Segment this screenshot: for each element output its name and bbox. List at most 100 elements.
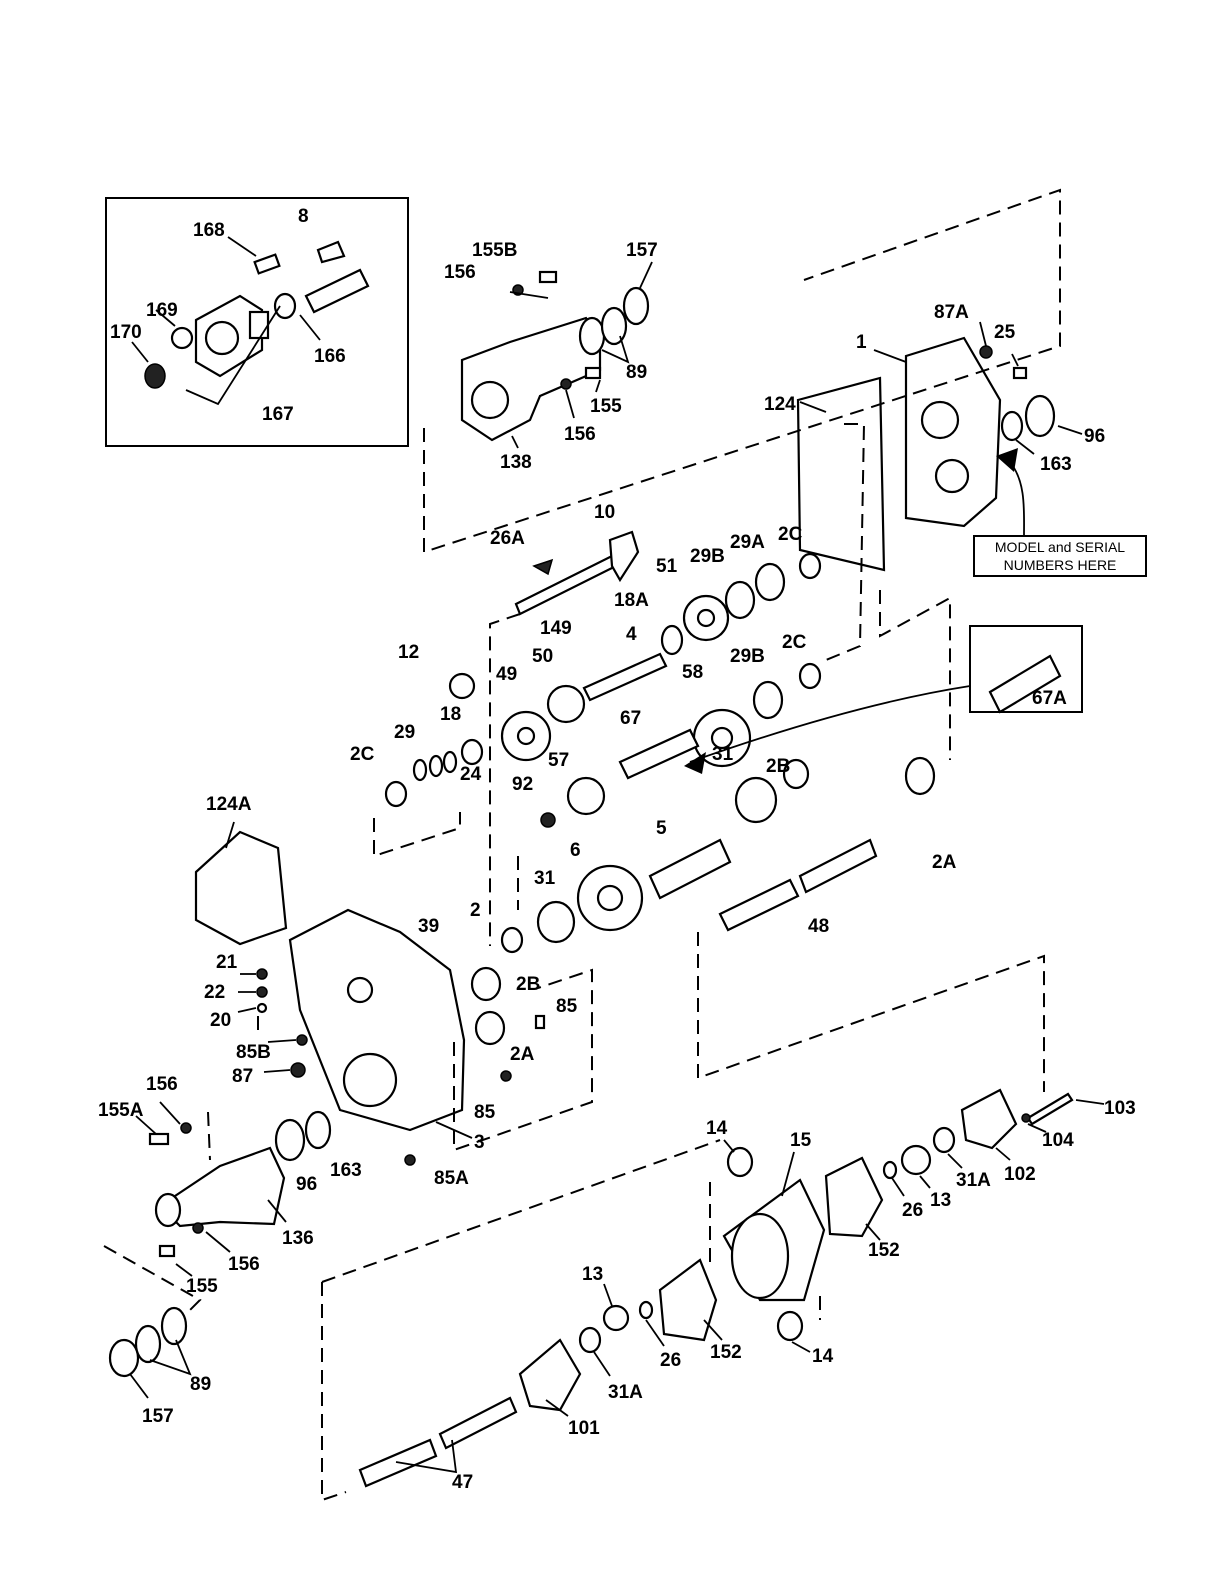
callout-101: 101 [568, 1418, 600, 1439]
part-29A-washer [754, 562, 786, 602]
callout-87: 87 [232, 1066, 253, 1087]
callout-15: 15 [790, 1130, 812, 1151]
part-67-shaft [618, 728, 700, 780]
callout-13-left: 13 [582, 1264, 603, 1285]
callout-14-top: 14 [706, 1118, 728, 1139]
part-10-fork [608, 530, 640, 583]
callout-2C-left: 2C [350, 744, 375, 765]
callout-104: 104 [1042, 1130, 1074, 1151]
callout-2B-right: 2B [766, 756, 790, 777]
part-92-nut [540, 812, 556, 828]
part-104-washer [1021, 1113, 1031, 1123]
callout-169: 169 [146, 300, 178, 321]
part-48-shaft [718, 878, 800, 932]
callout-136: 136 [282, 1228, 314, 1249]
part-29-washer [412, 758, 428, 782]
callout-31A-right: 31A [956, 1170, 991, 1191]
callout-156-lower: 156 [228, 1254, 260, 1275]
part-50-gear [546, 684, 586, 724]
callout-85-right: 85 [556, 996, 578, 1017]
part-102-cover [960, 1088, 1018, 1150]
callout-102: 102 [1004, 1164, 1036, 1185]
part-124A-gasket [194, 830, 288, 946]
callout-2B-left: 2B [516, 974, 540, 995]
callout-96-top: 96 [1084, 426, 1105, 447]
callout-85A: 85A [434, 1168, 469, 1189]
callout-166: 166 [314, 346, 346, 367]
callout-2C-mid: 2C [782, 632, 807, 653]
part-18A-bushing [660, 624, 684, 656]
callout-58: 58 [682, 662, 703, 683]
part-2C-bearing [798, 552, 822, 580]
part-169-gear [170, 326, 194, 350]
part-31Aa-washer [932, 1126, 956, 1154]
callout-12: 12 [398, 642, 419, 663]
part-5-shaft [648, 838, 732, 900]
callout-157-lower: 157 [142, 1406, 174, 1427]
callout-13-right: 13 [930, 1190, 951, 1211]
callout-49: 49 [496, 664, 517, 685]
callout-3: 3 [474, 1132, 485, 1153]
part-96-seal [1024, 394, 1056, 438]
callout-24: 24 [460, 764, 482, 785]
callout-124: 124 [764, 394, 796, 415]
callout-138: 138 [500, 452, 532, 473]
callout-149: 149 [540, 618, 572, 639]
callout-96-left: 96 [296, 1174, 317, 1195]
serial-note-line1: MODEL and SERIAL [995, 539, 1125, 555]
part-89b-seal [134, 1324, 162, 1364]
callout-103: 103 [1104, 1098, 1136, 1119]
callout-2C-top: 2C [778, 524, 803, 545]
callout-155A: 155A [98, 1100, 144, 1121]
callout-152-left: 152 [710, 1342, 742, 1363]
callout-92: 92 [512, 774, 533, 795]
part-2-bearing [500, 926, 524, 954]
upper-axle-housing-group [460, 261, 653, 449]
part-167-flange [194, 294, 270, 378]
part-152b-carrier [658, 1258, 718, 1342]
part-157b-bearing [108, 1338, 140, 1378]
gear-train-group [384, 530, 1083, 1002]
part-166-shaft [273, 268, 370, 320]
inset-67A-box [969, 625, 1083, 713]
inset-detail [105, 197, 409, 447]
part-13b-gear [602, 1304, 630, 1332]
part-155B-bolt [538, 270, 558, 284]
part-29B-washer [724, 580, 756, 620]
part-18-bushing [460, 738, 484, 766]
callout-51: 51 [656, 556, 678, 577]
part-85B-plug [296, 1034, 308, 1046]
callout-18A: 18A [614, 590, 649, 611]
callout-157-top: 157 [626, 240, 658, 261]
callout-25: 25 [994, 322, 1016, 343]
callout-26-right: 26 [902, 1200, 923, 1221]
part-170-nut [144, 363, 166, 389]
callout-155B: 155B [472, 240, 517, 261]
callout-163-top: 163 [1040, 454, 1072, 475]
callout-31A-left: 31A [608, 1382, 643, 1403]
callout-2: 2 [470, 900, 481, 921]
part-155A-bolt [148, 1132, 170, 1146]
callout-8: 8 [298, 206, 309, 227]
part-96b-seal [274, 1118, 306, 1162]
assembly-dash-lines [103, 188, 1061, 1502]
part-22-spring [256, 986, 268, 998]
callout-5: 5 [656, 818, 667, 839]
part-12-gear [448, 672, 476, 700]
part-101-cover [518, 1338, 582, 1412]
callout-170: 170 [110, 322, 142, 343]
callout-20: 20 [210, 1010, 231, 1031]
part-21-pin [256, 968, 268, 980]
callout-29B-mid: 29B [730, 646, 765, 667]
callout-31-left: 31 [534, 868, 556, 889]
callout-18: 18 [440, 704, 461, 725]
callout-57: 57 [548, 750, 569, 771]
part-25-screw [1012, 366, 1028, 380]
callout-47: 47 [452, 1472, 473, 1493]
callout-4: 4 [626, 624, 637, 645]
callout-39: 39 [418, 916, 439, 937]
callout-124A: 124A [206, 794, 252, 815]
part-87-plug [290, 1062, 306, 1078]
right-cover-group [796, 321, 1147, 577]
part-89-seal [578, 316, 606, 356]
